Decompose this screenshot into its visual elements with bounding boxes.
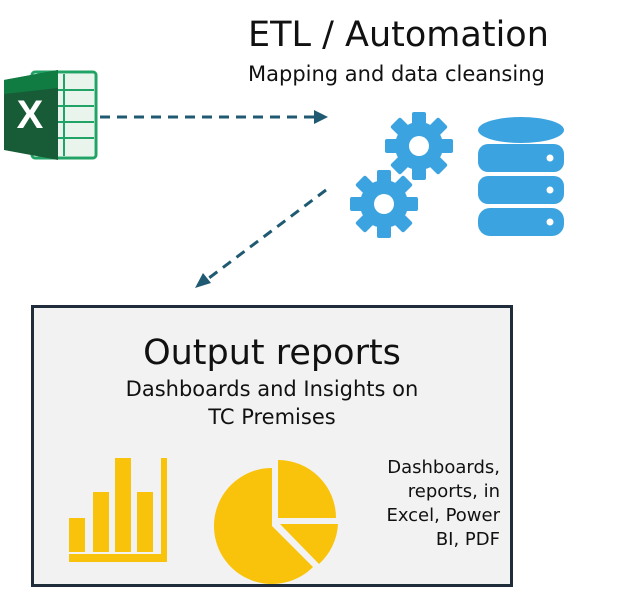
etl-subtitle: Mapping and data cleansing: [248, 62, 545, 86]
note-line: BI, PDF: [435, 529, 500, 550]
note-line: Dashboards,: [387, 457, 500, 478]
database-icon: [478, 117, 564, 236]
pie-slice-right: [280, 524, 338, 564]
arrow-head: [195, 273, 211, 288]
output-title: Output reports: [143, 333, 401, 373]
arrow-head: [314, 110, 328, 124]
arrow-line: [204, 188, 327, 283]
note-line: reports, in: [407, 481, 500, 502]
output-subtitle-line-1: Dashboards and Insights on: [125, 377, 419, 401]
excel-icon: X: [4, 70, 98, 160]
bar-chart-icon: [69, 458, 167, 562]
etl-title: ETL / Automation: [248, 15, 549, 55]
note-line: Excel, Power: [386, 505, 500, 526]
pie-slice-main: [213, 468, 313, 584]
output-subtitle-line-2: TC Premises: [208, 405, 336, 429]
pie-chart-icon: [213, 460, 338, 584]
output-reports-box: Output reports Dashboards and Insights o…: [31, 305, 513, 587]
pie-slice-top-right: [278, 460, 336, 518]
output-formats-note: Dashboards, reports, in Excel, Power BI,…: [386, 456, 500, 552]
svg-text:X: X: [17, 93, 44, 137]
